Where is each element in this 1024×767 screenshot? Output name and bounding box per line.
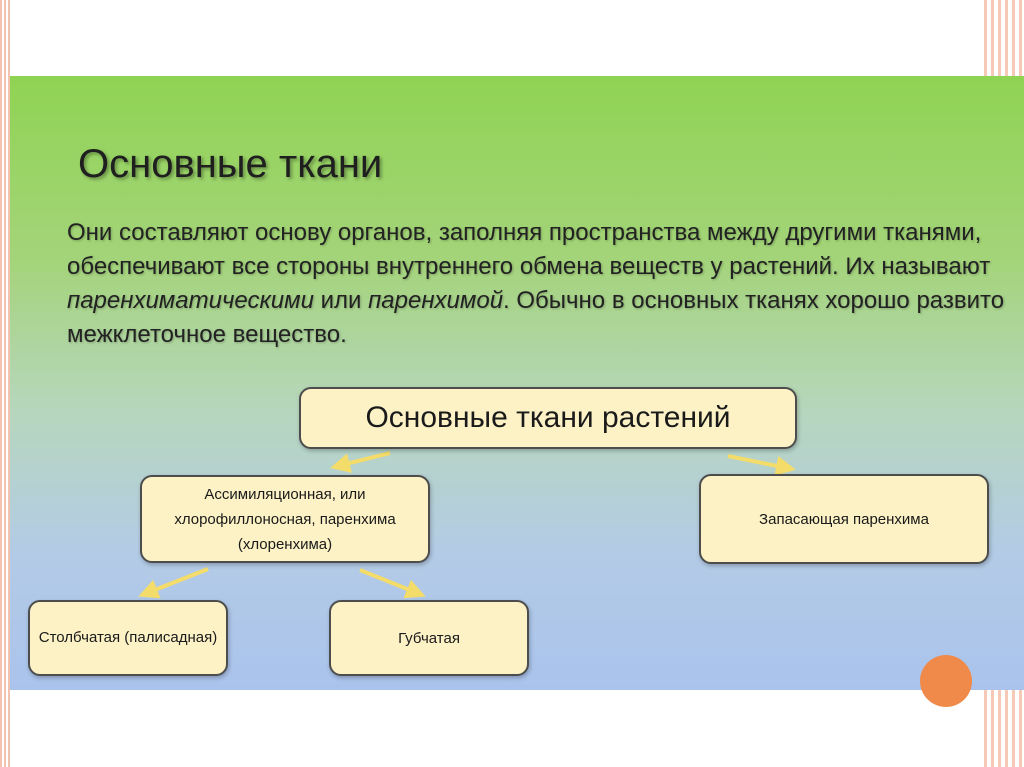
node-spongy-label: Губчатая xyxy=(398,629,460,647)
node-columnar-label: Столбчатая (палисадная) xyxy=(38,629,218,646)
paragraph-text-3: . Обычно в основных тканях хорошо развит… xyxy=(67,287,1005,348)
node-storage-label: Запасающая паренхима xyxy=(759,510,929,528)
node-main-label: Основные ткани растений xyxy=(365,401,731,434)
arrow-assimilation-to-spongy xyxy=(359,568,426,599)
node-assimilation-label: Ассимиляционная, или хлорофиллоносная, п… xyxy=(174,485,396,553)
paragraph-text-2: или xyxy=(313,287,369,314)
slide-title: Основные ткани xyxy=(78,142,383,186)
arrow-root-to-assimilation xyxy=(330,451,391,473)
paragraph-term-parenchymatic: паренхиматическими xyxy=(67,287,314,314)
arrow-root-to-storage xyxy=(727,454,796,476)
slide-paragraph: Они составляют основу органов, заполняя … xyxy=(67,216,1024,352)
arrow-assimilation-to-columnar xyxy=(138,567,209,599)
node-columnar: Столбчатая (палисадная) xyxy=(28,600,228,676)
paragraph-text-1: Они составляют основу органов, заполняя … xyxy=(67,219,991,280)
node-assimilation-parenchyma: Ассимиляционная, или хлорофиллоносная, п… xyxy=(140,475,430,563)
node-storage-parenchyma: Запасающая паренхима xyxy=(699,474,989,564)
accent-circle xyxy=(920,655,972,707)
left-border-stripes xyxy=(0,0,10,767)
node-spongy: Губчатая xyxy=(329,600,529,676)
slide-panel: Основные ткани Они составляют основу орг… xyxy=(10,76,1024,690)
paragraph-term-parenchyma: паренхимой xyxy=(368,287,504,314)
node-main-plant-tissues: Основные ткани растений xyxy=(299,387,797,449)
